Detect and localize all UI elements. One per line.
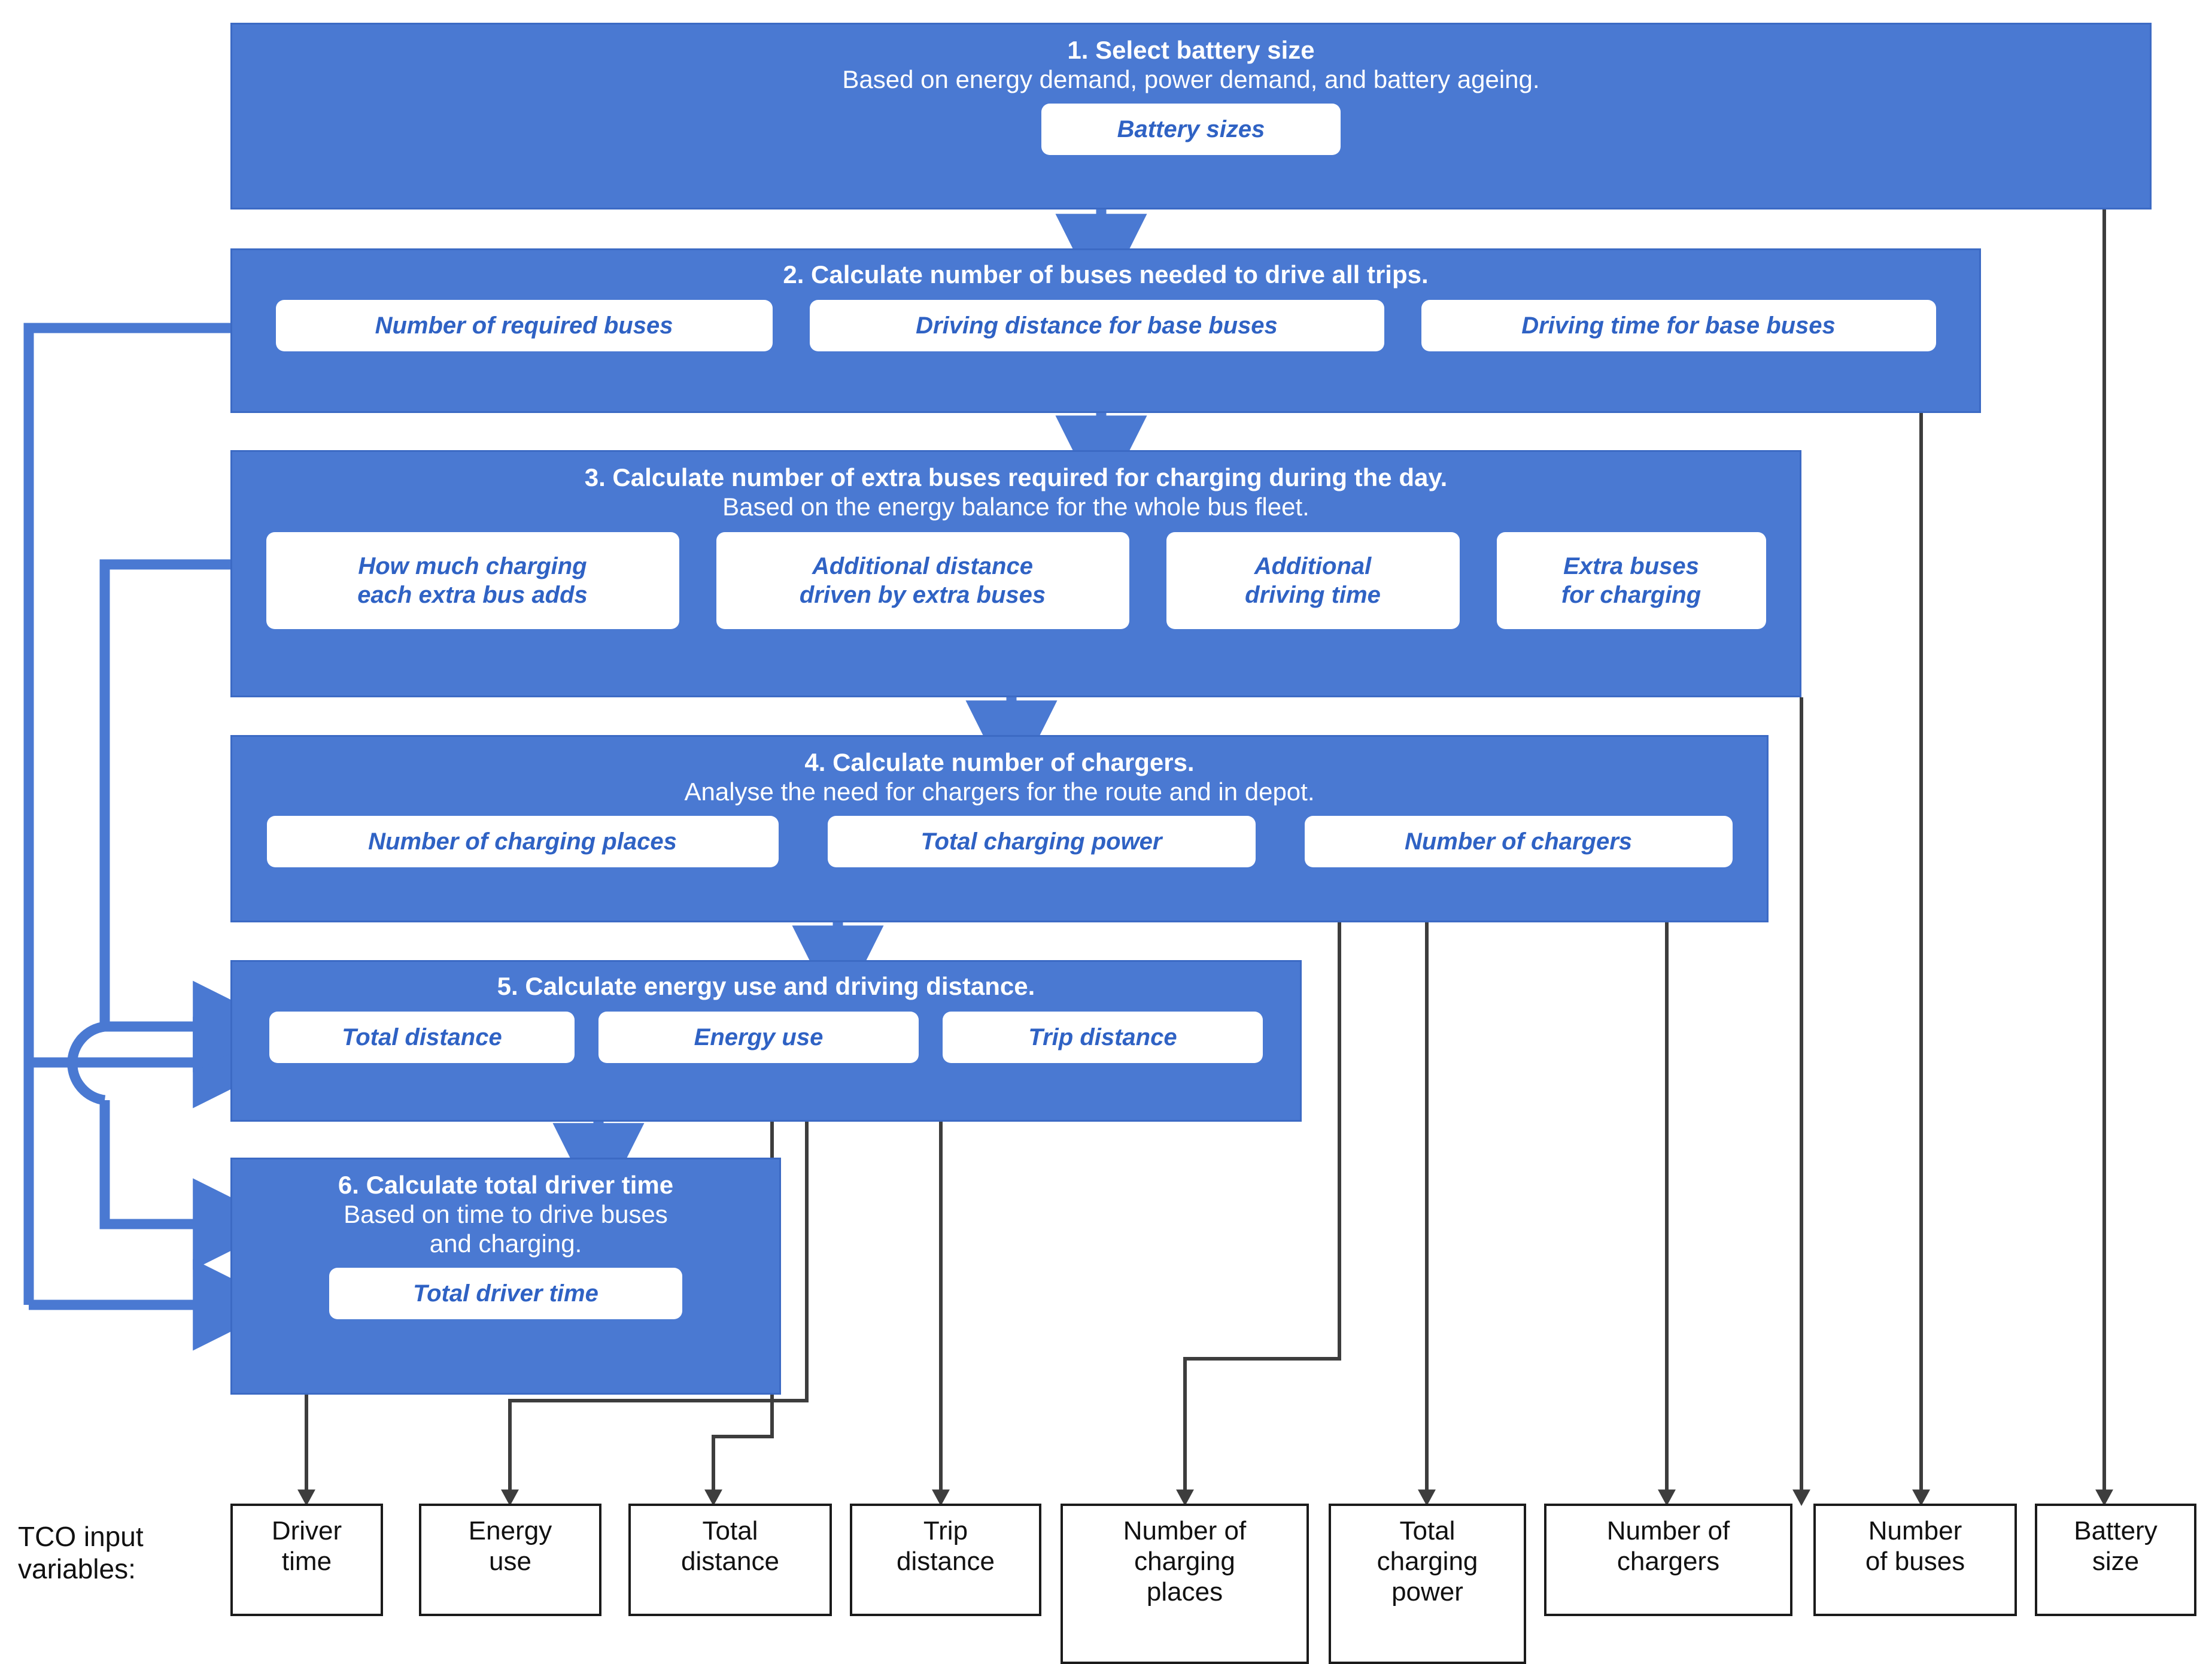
step-5-title: 5. Calculate energy use and driving dist…	[497, 972, 1035, 1000]
tco-box-energy-use[interactable]: Energy use	[419, 1504, 601, 1616]
step-1-chips: Battery sizes	[232, 104, 2150, 156]
tco-box-number-of-buses[interactable]: Number of buses	[1813, 1504, 2017, 1616]
step-box-1[interactable]: 1. Select battery size Based on energy d…	[230, 23, 2152, 209]
step-5-chips: Total distance Energy use Trip distance	[232, 1012, 1300, 1064]
chip-driving-distance-base-buses[interactable]: Driving distance for base buses	[809, 300, 1384, 352]
chip-total-driver-time[interactable]: Total driver time	[329, 1268, 682, 1320]
step-2-title: 2. Calculate number of buses needed to d…	[783, 260, 1429, 289]
step-4-title: 4. Calculate number of chargers.	[804, 748, 1195, 776]
step-box-6[interactable]: 6. Calculate total driver time Based on …	[230, 1158, 781, 1395]
chip-battery-sizes[interactable]: Battery sizes	[1041, 104, 1341, 156]
step-2-chips: Number of required buses Driving distanc…	[232, 300, 1979, 352]
tco-box-number-of-chargers[interactable]: Number of chargers	[1544, 1504, 1792, 1616]
step-1-subtitle: Based on energy demand, power demand, an…	[842, 65, 1540, 94]
chip-energy-use[interactable]: Energy use	[598, 1012, 919, 1064]
chip-number-of-charging-places[interactable]: Number of charging places	[266, 816, 779, 868]
chip-trip-distance[interactable]: Trip distance	[943, 1012, 1263, 1064]
step-box-2[interactable]: 2. Calculate number of buses needed to d…	[230, 248, 1981, 413]
tco-box-total-distance[interactable]: Total distance	[628, 1504, 832, 1616]
tco-input-variables-label: TCO input variables:	[18, 1521, 144, 1585]
step-box-5[interactable]: 5. Calculate energy use and driving dist…	[230, 960, 1302, 1122]
step-4-chips: Number of charging places Total charging…	[232, 816, 1767, 868]
step-box-3[interactable]: 3. Calculate number of extra buses requi…	[230, 450, 1801, 697]
feedback-rail-inner	[67, 559, 230, 1229]
step-6-subtitle: Based on time to drive buses and chargin…	[344, 1200, 668, 1258]
tco-box-battery-size[interactable]: Battery size	[2035, 1504, 2196, 1616]
tco-box-driver-time[interactable]: Driver time	[230, 1504, 383, 1616]
tco-box-number-of-charging-places[interactable]: Number of charging places	[1061, 1504, 1309, 1664]
step-box-4[interactable]: 4. Calculate number of chargers. Analyse…	[230, 735, 1769, 922]
step-3-title: 3. Calculate number of extra buses requi…	[584, 463, 1448, 491]
chip-number-of-chargers[interactable]: Number of chargers	[1304, 816, 1733, 868]
step-4-subtitle: Analyse the need for chargers for the ro…	[684, 778, 1315, 806]
feedback-rail-outer	[23, 323, 230, 1305]
chip-total-distance[interactable]: Total distance	[269, 1012, 575, 1064]
step-6-title: 6. Calculate total driver time	[338, 1171, 674, 1199]
chip-extra-buses-for-charging[interactable]: Extra buses for charging	[1496, 532, 1766, 630]
tco-box-trip-distance[interactable]: Trip distance	[850, 1504, 1041, 1616]
chip-additional-distance-driven-by-extra-buses[interactable]: Additional distance driven by extra buse…	[716, 532, 1129, 630]
chip-total-charging-power[interactable]: Total charging power	[827, 816, 1256, 868]
chip-additional-driving-time[interactable]: Additional driving time	[1166, 532, 1460, 630]
step-3-subtitle: Based on the energy balance for the whol…	[722, 493, 1309, 521]
chip-number-of-required-buses[interactable]: Number of required buses	[275, 300, 773, 352]
chip-how-much-charging-each-extra-bus-adds[interactable]: How much charging each extra bus adds	[266, 532, 679, 630]
step-6-chips: Total driver time	[232, 1268, 779, 1320]
step-3-chips: How much charging each extra bus adds Ad…	[232, 532, 1800, 630]
step-1-title: 1. Select battery size	[1067, 36, 1315, 64]
tco-box-total-charging-power[interactable]: Total charging power	[1329, 1504, 1526, 1664]
chip-driving-time-base-buses[interactable]: Driving time for base buses	[1421, 300, 1936, 352]
